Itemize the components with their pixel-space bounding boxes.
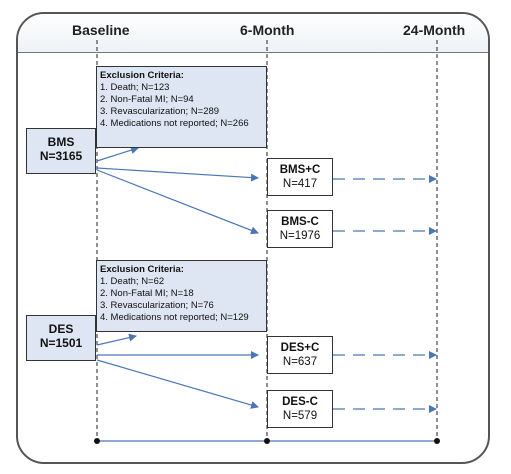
bms-group-n: N=3165 <box>39 149 83 163</box>
des-exclusion-box: Exclusion Criteria: 1. Death; N=62 2. No… <box>96 260 267 332</box>
des-exclusion-item: 2. Non-Fatal MI; N=18 <box>100 288 194 299</box>
des-plus-c-name: DES+C <box>280 342 320 354</box>
timepoint-baseline: Baseline <box>72 22 130 38</box>
bms-plus-c-n: N=417 <box>282 178 318 190</box>
timepoint-24-month: 24-Month <box>403 22 466 38</box>
bms-plus-c-box: BMS+C N=417 <box>267 158 333 196</box>
des-exclusion-item: 1. Death; N=62 <box>100 276 165 287</box>
des-group-name: DES <box>48 322 74 336</box>
bms-exclusion-box: Exclusion Criteria: 1. Death; N=123 2. N… <box>96 66 267 148</box>
bms-minus-c-n: N=1976 <box>279 230 321 242</box>
bms-exclusion-item: 2. Non-Fatal MI; N=94 <box>100 94 194 105</box>
bms-exclusion-title: Exclusion Criteria: <box>100 70 184 81</box>
des-exclusion-item: 4. Medications not reported; N=129 <box>100 312 249 323</box>
des-exclusion-title: Exclusion Criteria: <box>100 264 184 275</box>
baseline-axis-dot <box>94 438 100 444</box>
bms-group-box: BMS N=3165 <box>26 128 96 174</box>
bms-exclusion-item: 4. Medications not reported; N=266 <box>100 118 249 129</box>
des-exclusion-arrow <box>96 333 137 346</box>
timeline-header <box>18 14 488 53</box>
bms-plus-c-arrow <box>96 167 259 182</box>
bms-minus-c-box: BMS-C N=1976 <box>267 210 333 248</box>
des-group-n: N=1501 <box>39 336 83 350</box>
des-minus-c-name: DES-C <box>282 396 318 408</box>
bms-plus-c-name: BMS+C <box>279 164 321 176</box>
des-minus-c-arrow <box>96 359 259 409</box>
timepoint-6-month: 6-Month <box>240 22 295 38</box>
twenty-four-month-axis-dot <box>434 438 440 444</box>
des-plus-c-n: N=637 <box>282 356 318 368</box>
des-group-box: DES N=1501 <box>26 315 96 361</box>
bms-group-name: BMS <box>47 135 75 149</box>
bms-exclusion-item: 1. Death; N=123 <box>100 82 170 93</box>
bms-exclusion-arrow <box>96 146 139 162</box>
six-month-axis-dot <box>264 438 270 444</box>
bms-minus-c-name: BMS-C <box>281 216 319 228</box>
des-minus-c-box: DES-C N=579 <box>267 390 333 428</box>
des-exclusion-item: 3. Revascularization; N=76 <box>100 300 214 311</box>
bms-minus-c-arrow <box>96 169 259 235</box>
bms-exclusion-item: 3. Revascularization; N=289 <box>100 106 220 117</box>
des-minus-c-n: N=579 <box>282 410 318 422</box>
des-plus-c-box: DES+C N=637 <box>267 336 333 374</box>
